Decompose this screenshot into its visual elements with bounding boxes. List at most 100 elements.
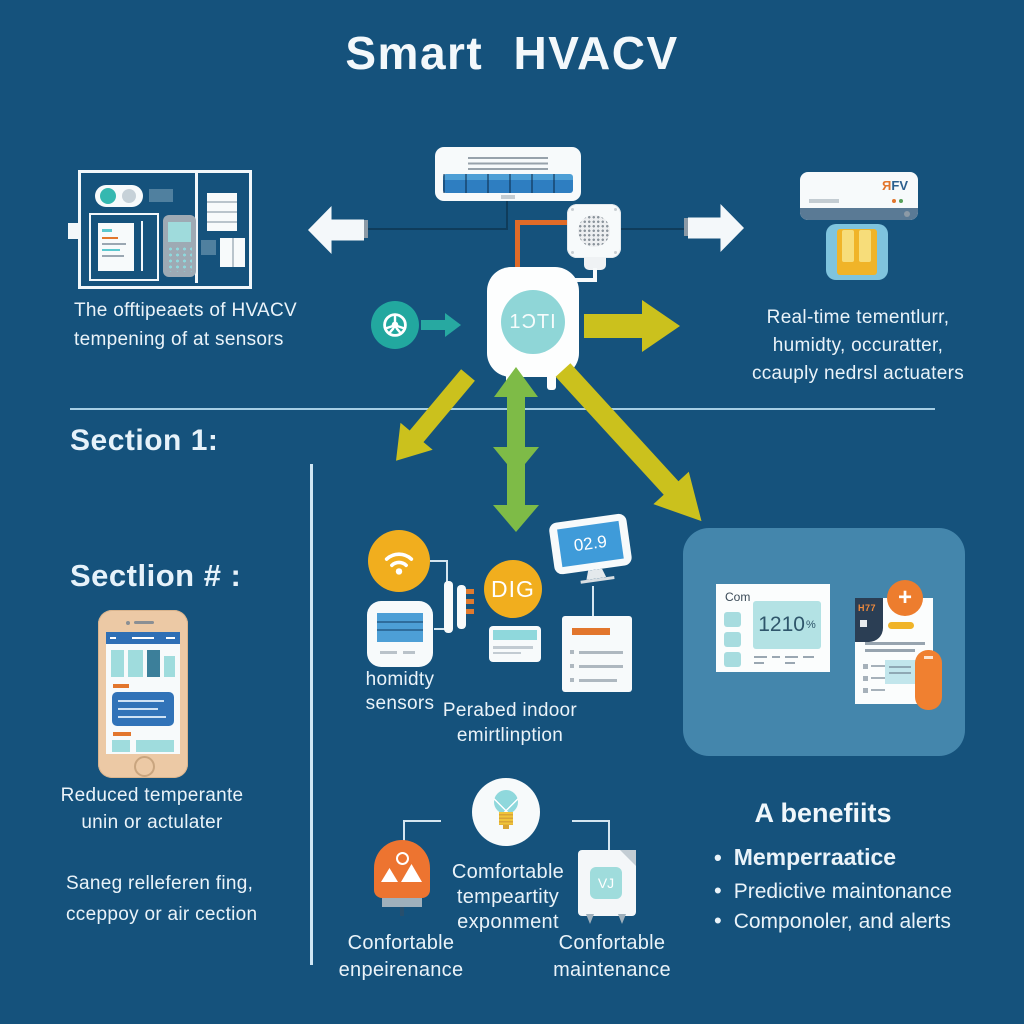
hub-arrows (396, 363, 702, 532)
wifi-glyph (384, 552, 414, 575)
phone-speaker-dash (134, 621, 154, 624)
relay-terminal (466, 609, 474, 614)
thermostat-button (724, 652, 741, 667)
diagram-divider (195, 170, 198, 283)
switch-divider (232, 238, 234, 267)
battery-cell (859, 230, 871, 262)
status-dot-orange (892, 199, 896, 203)
connector-line (572, 820, 610, 822)
connector-line (446, 560, 448, 586)
thermostat-label: Com (725, 590, 751, 604)
lightbulb-icon (472, 778, 540, 846)
connector-line (403, 820, 405, 844)
caption-line: Confortable (558, 932, 666, 954)
doc-leg (618, 914, 626, 924)
screw (614, 251, 617, 254)
ac-grill-cells (443, 174, 573, 193)
status-dot-green (899, 199, 903, 203)
caption-line: Confortable (347, 932, 455, 954)
ac-notch (501, 195, 515, 199)
app-tile-chart (147, 650, 160, 677)
remote-keypad (167, 246, 192, 272)
benefit-item: • Predictive maintonance (714, 878, 1004, 904)
wire-line (506, 201, 508, 229)
bullet-icon: • (714, 845, 722, 870)
brand-label: ЯFV (882, 178, 908, 193)
sensor-dash (403, 651, 415, 654)
thermostat-button (724, 612, 741, 627)
benefit-text: Memperraatice (733, 844, 897, 870)
page-fold (620, 850, 636, 866)
wall-vent-icon (149, 189, 173, 202)
caption-line: ccauply nedrsl actuaters (751, 363, 965, 384)
yellow-arrow-right-head (642, 300, 680, 352)
hub-leg (547, 375, 556, 390)
mountain-glyph (401, 864, 422, 882)
caption-line: tempening of at sensors (74, 329, 284, 350)
orange-wire (515, 220, 579, 225)
speaker-grille (578, 215, 610, 247)
card-line (493, 646, 533, 649)
yellow-arrow-right (584, 314, 642, 338)
ac-dashes (809, 199, 839, 203)
doc-line (102, 237, 118, 239)
remote-control-icon (163, 215, 196, 277)
caption-line: Reduced temperante (60, 785, 244, 806)
app-slider-panel (112, 692, 174, 726)
white-wire (575, 278, 597, 282)
bulb-tip (503, 825, 509, 829)
caption-line: unin or actulater (81, 812, 223, 833)
diagram-side-tab (68, 223, 78, 239)
highlight-pill (888, 622, 914, 629)
slider-line (118, 716, 166, 718)
app-tile (164, 656, 175, 677)
hub-display: 1ƆTI (501, 290, 565, 354)
top-right-caption: Real-time tementlurr, humidty, occuratte… (746, 304, 970, 388)
phone-caption: Reduced temperante unin or actulater (56, 782, 248, 836)
control-card-icon (489, 626, 541, 662)
battery-badge-icon (826, 224, 888, 280)
connector-line (403, 820, 441, 822)
brand-rest: FV (891, 178, 908, 193)
app-button (112, 740, 130, 752)
ac-vent-lines (468, 157, 548, 170)
benefits-heading: A benefiits (754, 798, 892, 828)
relay-terminal (466, 599, 474, 604)
experience-icon-stem (400, 907, 404, 916)
teal-arrow (421, 320, 445, 330)
connector-line (608, 820, 610, 852)
horizontal-divider (70, 408, 935, 410)
ac-unit-right-icon: ЯFV (800, 172, 918, 220)
bulb-head (494, 790, 518, 814)
smartphone-icon (98, 610, 188, 778)
phone-home-button (134, 756, 155, 777)
screw (571, 208, 574, 211)
check-line (871, 677, 885, 679)
feature-panel: Com 1210% H77 (683, 528, 965, 756)
check-square (863, 676, 868, 681)
caption-line: exponment (457, 911, 559, 933)
wifi-icon (368, 530, 430, 592)
benefit-text: Predictive maintonance (733, 880, 952, 903)
toggle-off-dot (122, 189, 136, 203)
caption-line: enpeirenance (338, 959, 464, 981)
corner-tag: H77 (855, 598, 883, 642)
pill-dash (924, 656, 933, 659)
battery-cell (842, 230, 854, 262)
speaker-mount (584, 257, 606, 270)
ac-grill (443, 174, 573, 193)
control-room-diagram (68, 170, 252, 289)
indoor-caption: Perabed indoor emirtlinption (420, 698, 600, 748)
phone-screen (106, 632, 180, 754)
screw (571, 251, 574, 254)
top-left-caption: The offtipeaets of HVACV tempening of at… (74, 296, 314, 354)
fan-icon (371, 301, 419, 349)
doc-leg (586, 914, 594, 924)
right-arrow (688, 204, 744, 252)
card-strip (493, 630, 537, 640)
inner-room-outline (89, 213, 159, 281)
benefit-item: • Memperraatice (714, 844, 1004, 871)
sensor-caption: homidty sensors (352, 668, 448, 716)
check-square (863, 688, 868, 693)
